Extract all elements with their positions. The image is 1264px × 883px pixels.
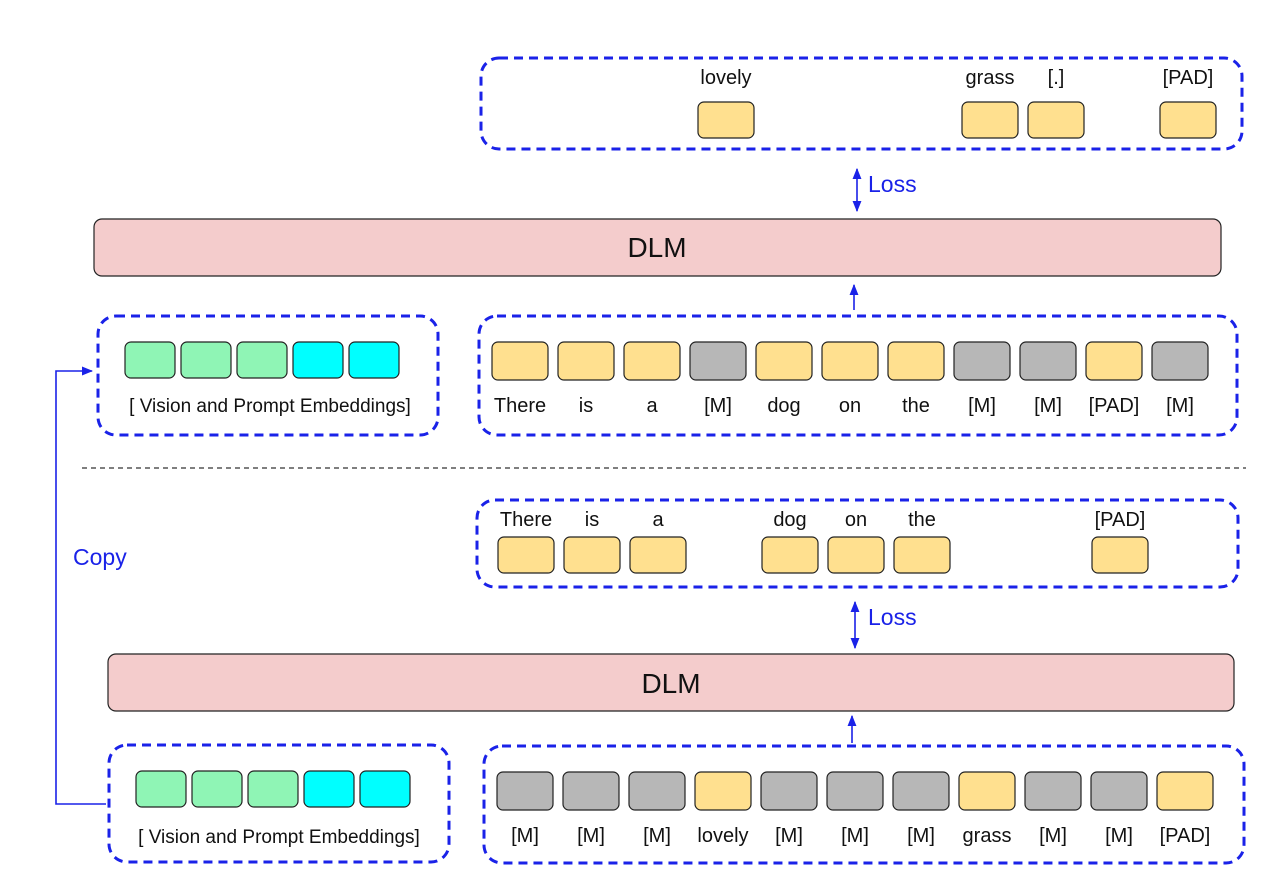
token-label: [PAD] — [1160, 825, 1211, 847]
mask-token-cell — [689, 341, 747, 381]
target-token-label: lovely — [700, 67, 751, 89]
lower-dlm-label: DLM — [641, 668, 700, 699]
target-token-label: [.] — [1048, 67, 1065, 89]
target-token-cell — [893, 536, 951, 574]
token-label: lovely — [697, 825, 748, 847]
mask-token-cell — [628, 771, 686, 811]
copy-arrow — [55, 366, 106, 805]
lower-dlm-block — [107, 653, 1235, 712]
vision-embedding-cell — [247, 770, 299, 808]
target-token-label: a — [652, 509, 664, 531]
token-label: [PAD] — [1089, 395, 1140, 417]
mask-token-cell — [1019, 341, 1077, 381]
token-label: [M] — [643, 825, 671, 847]
lower-vision-box — [107, 743, 451, 864]
token-label: [M] — [511, 825, 539, 847]
target-token-label: There — [500, 509, 552, 531]
token-label: dog — [767, 395, 800, 417]
mask-token-cell — [1024, 771, 1082, 811]
target-token-cell — [961, 101, 1019, 139]
token-label: [M] — [968, 395, 996, 417]
token-label: [M] — [1105, 825, 1133, 847]
prompt-embedding-cell — [292, 341, 344, 379]
copy-label: Copy — [73, 544, 127, 570]
prompt-embedding-cell — [348, 341, 400, 379]
text-token-cell — [694, 771, 752, 811]
upper-dlm-label: DLM — [627, 232, 686, 263]
lower-target-cells: There is a dog on the [PAD] — [497, 509, 1149, 574]
target-token-label: is — [585, 509, 599, 531]
token-label: on — [839, 395, 861, 417]
lower-vision-label: [ Vision and Prompt Embeddings] — [138, 827, 420, 848]
target-token-cell — [1027, 101, 1085, 139]
mask-token-cell — [496, 771, 554, 811]
target-token-label: grass — [966, 67, 1015, 89]
vision-embedding-cell — [180, 341, 232, 379]
upper-target-box — [479, 56, 1244, 151]
upper-input-cells: There is a [M] dog on the [M] [M] [PAD] [M] — [491, 341, 1209, 417]
vision-embedding-cell — [236, 341, 288, 379]
mask-token-cell — [562, 771, 620, 811]
text-token-cell — [557, 341, 615, 381]
mask-token-cell — [760, 771, 818, 811]
token-label: [M] — [841, 825, 869, 847]
vision-embedding-cell — [124, 341, 176, 379]
token-label: is — [579, 395, 593, 417]
upper-vision-box — [96, 314, 440, 437]
lower-vision-cells — [135, 770, 411, 808]
target-token-label: dog — [773, 509, 806, 531]
text-token-cell — [755, 341, 813, 381]
token-label: There — [494, 395, 546, 417]
mask-token-cell — [1090, 771, 1148, 811]
mask-token-cell — [826, 771, 884, 811]
upper-dlm-block — [93, 218, 1222, 277]
token-label: [M] — [1166, 395, 1194, 417]
text-token-cell — [1156, 771, 1214, 811]
target-token-cell — [497, 536, 555, 574]
vision-embedding-cell — [191, 770, 243, 808]
target-token-cell — [697, 101, 755, 139]
target-token-label: [PAD] — [1163, 67, 1214, 89]
upper-loss-label: Loss — [868, 171, 917, 197]
text-token-cell — [958, 771, 1016, 811]
upper-vision-cells — [124, 341, 400, 379]
text-token-cell — [623, 341, 681, 381]
target-token-cell — [827, 536, 885, 574]
text-token-cell — [1085, 341, 1143, 381]
token-label: [M] — [1034, 395, 1062, 417]
token-label: the — [902, 395, 930, 417]
lower-target-box — [475, 498, 1240, 589]
target-token-cell — [1159, 101, 1217, 139]
mask-token-cell — [1151, 341, 1209, 381]
token-label: a — [646, 395, 658, 417]
token-label: [M] — [907, 825, 935, 847]
token-label: [M] — [704, 395, 732, 417]
text-token-cell — [491, 341, 549, 381]
token-label: [M] — [1039, 825, 1067, 847]
text-token-cell — [887, 341, 945, 381]
target-token-label: on — [845, 509, 867, 531]
lower-input-box — [482, 744, 1246, 865]
target-token-cell — [629, 536, 687, 574]
prompt-embedding-cell — [359, 770, 411, 808]
lower-input-cells: [M] [M] [M] lovely [M] [M] [M] grass [M] [M] [PAD] — [496, 771, 1214, 847]
vision-embedding-cell — [135, 770, 187, 808]
token-label: grass — [963, 825, 1012, 847]
prompt-embedding-cell — [303, 770, 355, 808]
text-token-cell — [821, 341, 879, 381]
upper-vision-label: [ Vision and Prompt Embeddings] — [129, 396, 411, 417]
upper-target-cells: lovely grass [.] [PAD] — [697, 67, 1217, 139]
upper-input-box — [477, 314, 1239, 437]
target-token-cell — [1091, 536, 1149, 574]
token-label: [M] — [577, 825, 605, 847]
mask-token-cell — [892, 771, 950, 811]
target-token-label: [PAD] — [1095, 509, 1146, 531]
token-label: [M] — [775, 825, 803, 847]
target-token-label: the — [908, 509, 936, 531]
lower-loss-label: Loss — [868, 604, 917, 630]
target-token-cell — [761, 536, 819, 574]
mask-token-cell — [953, 341, 1011, 381]
target-token-cell — [563, 536, 621, 574]
